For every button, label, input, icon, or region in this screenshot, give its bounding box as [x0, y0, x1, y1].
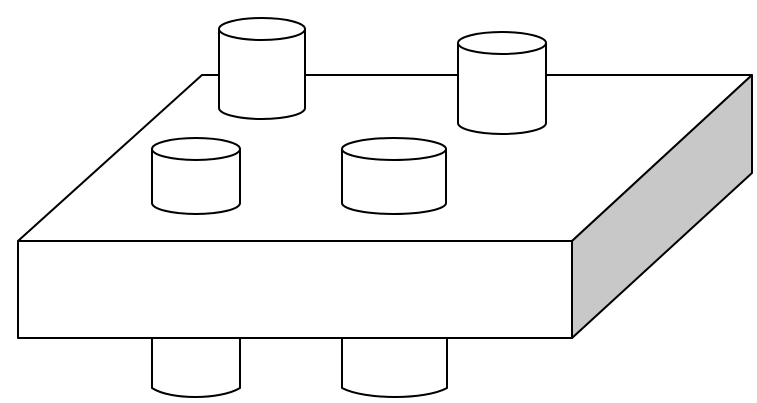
peg-front-center-body — [341, 148, 447, 215]
peg-back-right-top — [457, 31, 547, 55]
peg-bottom-center — [341, 337, 448, 398]
block-front-face — [17, 240, 573, 339]
bottom-pegs — [151, 337, 448, 398]
peg-front-left-top — [151, 137, 241, 161]
peg-bottom-left-body — [151, 337, 241, 398]
peg-bottom-center-body — [341, 337, 448, 398]
block-right-face — [571, 74, 753, 339]
peg-back-left-top — [218, 17, 306, 41]
peg-front-left — [151, 137, 241, 215]
peg-front-center — [341, 137, 447, 215]
peg-front-left-body — [151, 148, 241, 215]
peg-front-center-top — [341, 137, 447, 161]
peg-back-right — [457, 31, 547, 135]
peg-bottom-left — [151, 337, 241, 398]
top-pegs — [151, 17, 547, 215]
peg-back-left — [218, 17, 306, 120]
peg-back-right-body — [457, 42, 547, 135]
peg-back-left-body — [218, 28, 306, 120]
